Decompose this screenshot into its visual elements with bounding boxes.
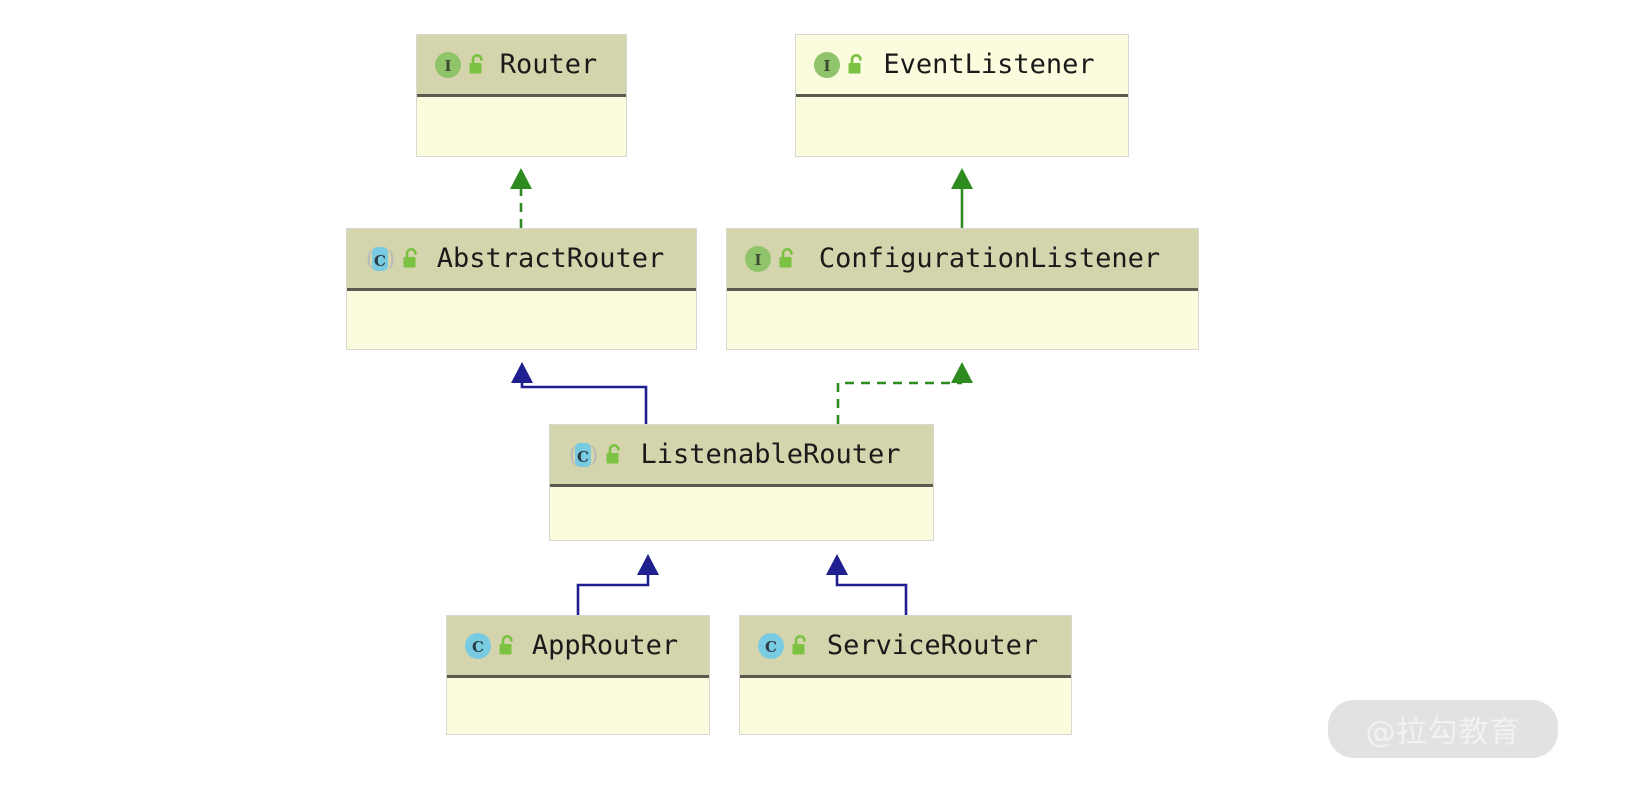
arrowhead-servicerouter-extends-listenablerouter: [826, 554, 848, 575]
arrowhead-listenablerouter-extends-abstractrouter: [511, 362, 533, 383]
svg-text:C: C: [765, 638, 777, 656]
arrowhead-approuter-extends-listenablerouter: [637, 554, 659, 575]
interface-icon: I: [433, 50, 463, 80]
uml-class-node-router[interactable]: I Router: [416, 34, 627, 157]
node-header-router: I Router: [417, 35, 626, 97]
node-members-configurationlistener: [727, 291, 1198, 346]
unlocked-padlock-icon: [401, 246, 423, 272]
svg-text:): ): [590, 443, 598, 467]
node-header-listenablerouter: (C) ListenableRouter: [550, 425, 933, 487]
svg-text:C: C: [577, 448, 589, 466]
node-title-listenablerouter: ListenableRouter: [640, 439, 901, 470]
node-members-servicerouter: [740, 678, 1071, 731]
unlocked-padlock-icon: [604, 442, 626, 468]
unlocked-padlock-icon: [467, 52, 489, 78]
interface-icon: I: [812, 50, 842, 80]
svg-text:C: C: [374, 252, 386, 270]
unlocked-padlock-icon: [790, 633, 812, 659]
node-header-configurationlistener: I ConfigurationListener: [727, 229, 1198, 291]
svg-text:C: C: [472, 638, 484, 656]
node-title-router: Router: [499, 49, 598, 80]
node-title-servicerouter: ServiceRouter: [826, 630, 1039, 661]
node-title-abstractrouter: AbstractRouter: [436, 243, 665, 274]
svg-text:(: (: [366, 247, 374, 271]
node-title-configurationlistener: ConfigurationListener: [818, 243, 1161, 274]
class-icon: C: [463, 631, 493, 661]
uml-class-node-eventlistener[interactable]: I EventListener: [795, 34, 1129, 157]
uml-class-node-approuter[interactable]: C AppRouter: [446, 615, 710, 735]
class-icon: C: [756, 631, 786, 661]
node-members-eventlistener: [796, 97, 1128, 153]
node-header-approuter: C AppRouter: [447, 616, 709, 678]
node-header-eventlistener: I EventListener: [796, 35, 1128, 97]
node-members-router: [417, 97, 626, 153]
node-title-approuter: AppRouter: [531, 630, 679, 661]
uml-class-node-configurationlistener[interactable]: I ConfigurationListener: [726, 228, 1199, 350]
edge-listenablerouter-extends-abstractrouter: [520, 383, 648, 424]
edge-listenablerouter-implements-configurationlistener: [836, 381, 962, 424]
node-header-servicerouter: C ServiceRouter: [740, 616, 1071, 678]
unlocked-padlock-icon: [846, 52, 868, 78]
node-members-approuter: [447, 678, 709, 731]
edge-approuter-extends-listenablerouter: [576, 575, 650, 615]
svg-text:I: I: [444, 57, 451, 75]
abstract-class-icon: (C): [566, 440, 600, 470]
svg-text:I: I: [754, 251, 761, 269]
svg-text:): ): [387, 247, 395, 271]
svg-text:I: I: [823, 57, 830, 75]
node-members-abstractrouter: [347, 291, 696, 346]
uml-class-node-listenablerouter[interactable]: (C) ListenableRouter: [549, 424, 934, 541]
svg-text:(: (: [569, 443, 577, 467]
arrowhead-abstractrouter-implements-router: [510, 168, 532, 189]
unlocked-padlock-icon: [497, 633, 519, 659]
abstract-class-icon: (C): [363, 244, 397, 274]
node-title-eventlistener: EventListener: [883, 49, 1095, 80]
watermark-badge: @拉勾教育: [1328, 700, 1558, 758]
unlocked-padlock-icon: [777, 246, 799, 272]
edge-servicerouter-extends-listenablerouter: [835, 575, 908, 615]
uml-class-node-servicerouter[interactable]: C ServiceRouter: [739, 615, 1072, 735]
arrowhead-listenablerouter-implements-configurationlistener: [951, 362, 973, 383]
watermark-text: @拉勾教育: [1365, 715, 1521, 750]
uml-class-node-abstractrouter[interactable]: (C) AbstractRouter: [346, 228, 697, 350]
interface-icon: I: [743, 244, 773, 274]
node-members-listenablerouter: [550, 487, 933, 537]
arrowhead-configurationlistener-extends-eventlistener: [951, 168, 973, 189]
node-header-abstractrouter: (C) AbstractRouter: [347, 229, 696, 291]
